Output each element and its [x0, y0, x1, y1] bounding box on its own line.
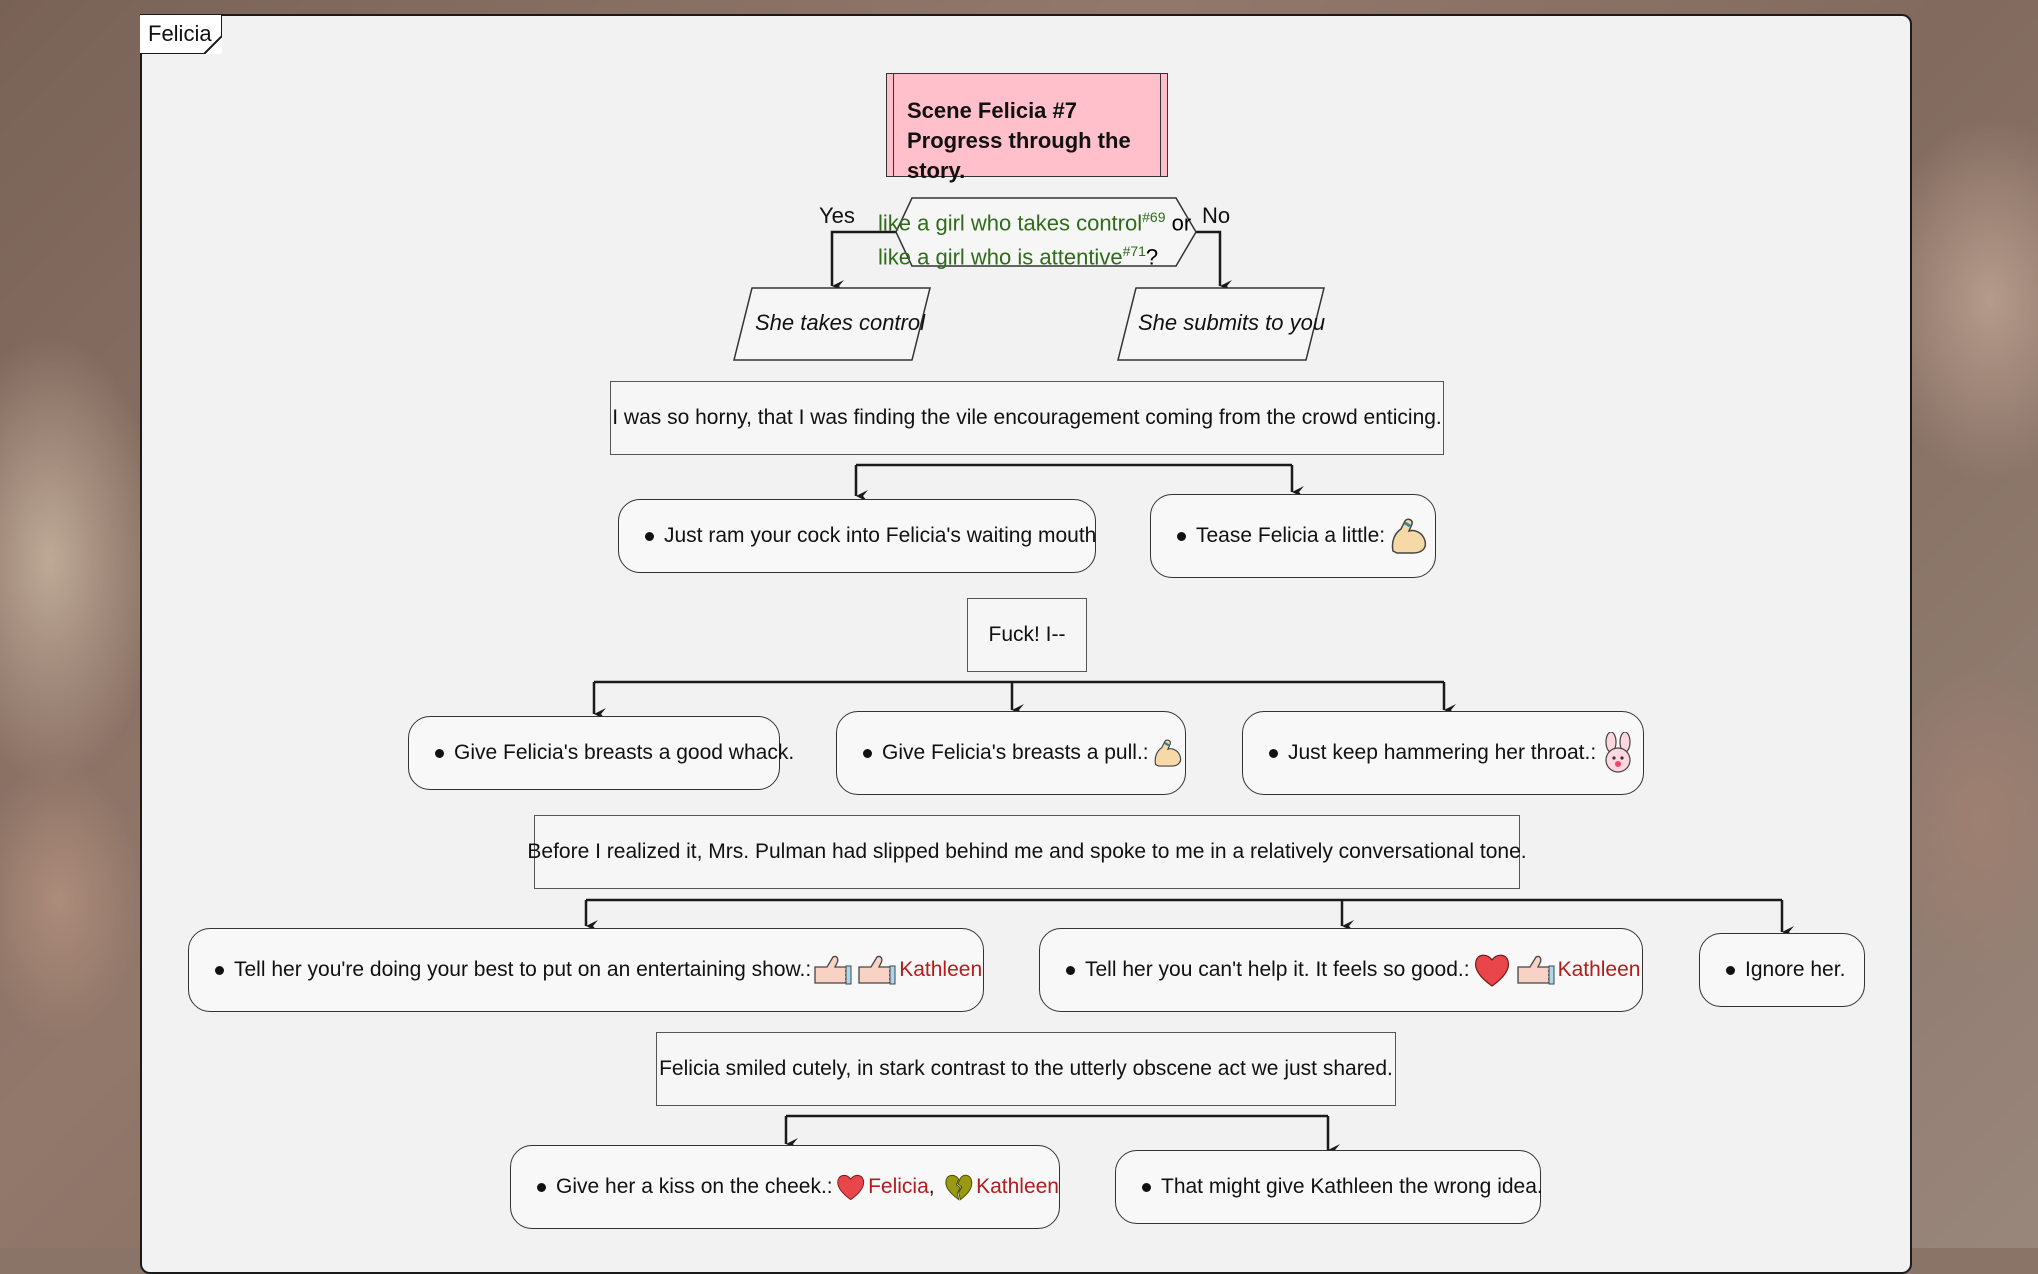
- choice-label: Tell her you're doing your best to put o…: [234, 958, 812, 981]
- bullet: [1269, 748, 1278, 758]
- flexed-arm-icon: [1154, 739, 1181, 767]
- choice-tease[interactable]: Tease Felicia a little:: [1150, 494, 1436, 578]
- condition-line-1: like a girl who takes control#69 or: [878, 200, 1191, 240]
- choice-label: Give Felicia's breasts a good whack.: [454, 741, 795, 764]
- yes-label: Yes: [819, 203, 855, 228]
- name-separator: ,: [928, 1175, 935, 1198]
- choice-ignore[interactable]: Ignore her.: [1699, 933, 1865, 1007]
- step-box: Before I realized it, Mrs. Pulman had sl…: [527, 815, 1527, 889]
- condition-ref-2: #71: [1122, 243, 1146, 259]
- outcome-no: She submits to you: [1138, 310, 1326, 335]
- choice-label: Give her a kiss on the cheek.:: [556, 1175, 833, 1198]
- character-name: Kathleen: [1557, 958, 1641, 981]
- thumbs-up-icon: [1516, 955, 1555, 985]
- step-box: Fuck! I--: [967, 598, 1087, 672]
- choice-label: Tell her you can't help it. It feels so …: [1085, 958, 1470, 981]
- broken-heart-icon: [944, 1174, 972, 1201]
- character-name: Kathleen: [976, 1175, 1059, 1198]
- no-label: No: [1202, 203, 1231, 228]
- thumbs-up-icon: [814, 955, 852, 985]
- bullet: [1177, 531, 1186, 541]
- condition-part-2: like a girl who is attentive: [878, 244, 1123, 270]
- step-box: I was so horny, that I was finding the v…: [610, 381, 1444, 455]
- condition-part-1: like a girl who takes control: [878, 210, 1143, 236]
- condition-ref-1: #69: [1142, 209, 1166, 225]
- choice-label: Just keep hammering her throat.:: [1288, 741, 1597, 764]
- flexed-arm-icon: [1391, 518, 1427, 554]
- heart-icon: [1474, 954, 1509, 987]
- choice-label: Tease Felicia a little:: [1196, 524, 1386, 547]
- bullet: [537, 1182, 546, 1192]
- bullet: [863, 748, 872, 758]
- choice-wrong-idea[interactable]: That might give Kathleen the wrong idea.: [1115, 1150, 1543, 1224]
- bullet: [1066, 965, 1075, 975]
- bullet: [215, 965, 224, 975]
- thumbs-up-icon: [858, 955, 896, 985]
- outcome-yes: She takes control: [755, 310, 925, 335]
- frame-tab: Felicia: [140, 14, 222, 54]
- choice-label: Give Felicia's breasts a pull.:: [882, 741, 1149, 764]
- scene-subtitle: Progress through the story.: [907, 128, 1131, 183]
- frame-title: Felicia: [148, 21, 212, 46]
- heart-icon: [836, 1174, 864, 1201]
- choice-whack[interactable]: Give Felicia's breasts a good whack.: [408, 716, 794, 790]
- condition-line-2: like a girl who is attentive#71?: [878, 234, 1158, 274]
- choice-pull[interactable]: Give Felicia's breasts a pull.:: [836, 711, 1186, 795]
- choice-entertaining-show[interactable]: Tell her you're doing your best to put o…: [188, 928, 984, 1012]
- choice-label: Ignore her.: [1745, 958, 1846, 981]
- choice-label: That might give Kathleen the wrong idea.: [1161, 1175, 1543, 1198]
- choice-feels-good[interactable]: Tell her you can't help it. It feels so …: [1039, 928, 1643, 1012]
- choice-ram[interactable]: Just ram your cock into Felicia's waitin…: [618, 499, 1096, 573]
- step-box: Felicia smiled cutely, in stark contrast…: [656, 1032, 1396, 1106]
- scene-title-box: Scene Felicia #7 Progress through the st…: [886, 73, 1168, 183]
- scene-title: Scene Felicia #7: [907, 98, 1077, 123]
- choice-kiss[interactable]: Give her a kiss on the cheek.: Felicia, …: [510, 1145, 1060, 1229]
- bullet: [1142, 1182, 1151, 1192]
- character-name: Felicia: [868, 1175, 929, 1198]
- bullet: [435, 748, 444, 758]
- bunny-icon: [1605, 732, 1631, 773]
- condition-joiner: or: [1171, 210, 1192, 236]
- bullet: [645, 531, 654, 541]
- choice-hammer[interactable]: Just keep hammering her throat.:: [1242, 711, 1644, 795]
- bullet: [1726, 965, 1735, 975]
- condition-end: ?: [1145, 244, 1159, 270]
- choice-label: Just ram your cock into Felicia's waitin…: [664, 524, 1097, 547]
- character-name: Kathleen: [899, 958, 983, 981]
